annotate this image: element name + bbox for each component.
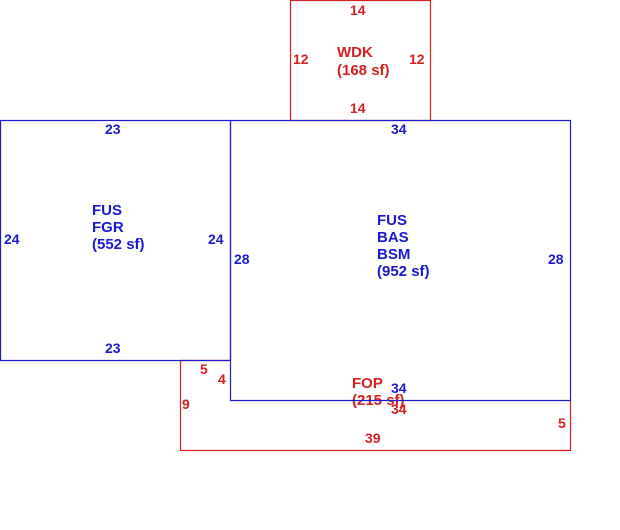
garage-code-2: FGR [92, 219, 124, 236]
fop-dim-left-upper: 4 [218, 371, 226, 387]
fop-area: FOP (215 sf) 5 4 9 34 5 39 [179, 359, 572, 452]
garage-dim-top: 23 [105, 121, 121, 137]
garage-dim-right: 24 [208, 231, 224, 247]
garage-area-size: (552 sf) [92, 236, 145, 253]
main-dim-left: 28 [234, 251, 250, 267]
wdk-code: WDK [337, 44, 373, 61]
main-code-3: BSM [377, 246, 410, 263]
main-dim-bottom: 34 [391, 380, 407, 396]
wdk-area-size: (168 sf) [337, 62, 390, 79]
main-area: FUS BAS BSM (952 sf) 34 34 28 28 [229, 119, 572, 402]
garage-dim-bottom: 23 [105, 340, 121, 356]
fop-code: FOP [352, 375, 383, 392]
wdk-dim-top: 14 [350, 2, 366, 18]
main-area-size: (952 sf) [377, 263, 430, 280]
fop-dim-top: 34 [391, 401, 407, 417]
wdk-area: WDK (168 sf) 14 14 12 12 [289, 0, 432, 122]
main-code-2: BAS [377, 229, 409, 246]
wdk-dim-right: 12 [409, 51, 425, 67]
garage-dim-left: 24 [4, 231, 20, 247]
main-dim-right: 28 [548, 251, 564, 267]
main-code-1: FUS [377, 212, 407, 229]
garage-area: FUS FGR (552 sf) 23 23 24 24 [0, 119, 232, 362]
wdk-dim-left: 12 [293, 51, 309, 67]
garage-code-1: FUS [92, 202, 122, 219]
fop-dim-bottom: 39 [365, 430, 381, 446]
main-dim-top: 34 [391, 121, 407, 137]
main-outline [229, 119, 572, 402]
fop-dim-left-lower: 9 [182, 396, 190, 412]
fop-dim-top-left: 5 [200, 361, 208, 377]
fop-dim-right: 5 [558, 415, 566, 431]
wdk-dim-bottom: 14 [350, 100, 366, 116]
